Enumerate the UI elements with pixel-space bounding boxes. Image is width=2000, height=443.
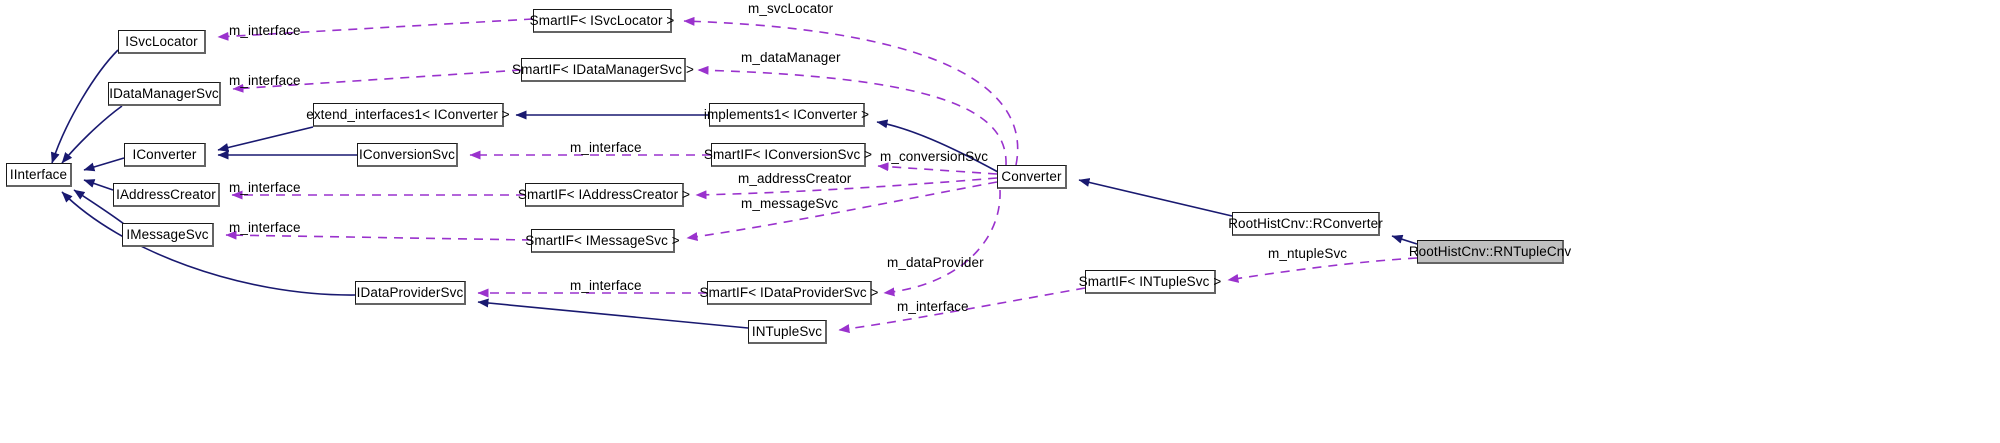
node-label: SmartIF< IDataManagerSvc > <box>512 61 694 77</box>
node-extend-interfaces1-iconverter[interactable]: extend_interfaces1< IConverter > <box>306 103 510 127</box>
node-imessagesvc[interactable]: IMessageSvc <box>122 223 214 247</box>
node-smartif-idatamanagersvc[interactable]: SmartIF< IDataManagerSvc > <box>512 58 694 82</box>
edge-label-m-interface-iconversionsvc: m_interface <box>570 140 642 155</box>
node-label: extend_interfaces1< IConverter > <box>306 106 510 122</box>
node-label: IInterface <box>9 166 68 182</box>
edge-rntuplecnv-ntuplesvc-usage <box>1227 257 1418 283</box>
edge-isvclocator-to-iinterface <box>50 49 119 164</box>
edge-label-m-ntuplesvc: m_ntupleSvc <box>1268 246 1348 261</box>
node-label: SmartIF< IAddressCreator > <box>517 186 691 202</box>
node-smartif-iconversionsvc[interactable]: SmartIF< IConversionSvc > <box>704 143 872 167</box>
node-iaddresscreator[interactable]: IAddressCreator <box>113 183 220 207</box>
edge-extendif-to-iconverter <box>217 126 314 152</box>
edge-rntuplecnv-to-rconverter <box>1391 234 1418 245</box>
edge-converter-dataprovider-usage <box>883 189 1001 297</box>
node-isvclocator[interactable]: ISvcLocator <box>118 30 206 54</box>
node-smartif-intuplesvc[interactable]: SmartIF< INTupleSvc > <box>1079 270 1221 294</box>
edge-iconverter-to-iinterface <box>83 157 125 172</box>
edge-idatamanagersvc-to-iinterface <box>61 105 123 164</box>
node-label: SmartIF< ISvcLocator > <box>529 12 675 28</box>
node-label: SmartIF< IMessageSvc > <box>525 232 680 248</box>
edge-label-m-interface-idatamanagersvc: m_interface <box>229 73 301 88</box>
edge-label-m-svclocator: m_svcLocator <box>748 1 834 16</box>
node-label: implements1< IConverter > <box>703 106 870 122</box>
node-roothistcnv-rconverter[interactable]: RootHistCnv::RConverter <box>1228 212 1383 236</box>
node-iconversionsvc[interactable]: IConversionSvc <box>357 143 458 167</box>
edge-label-m-messagesvc: m_messageSvc <box>741 196 839 211</box>
node-roothistcnv-rntuplecnv[interactable]: RootHistCnv::RNTupleCnv <box>1409 240 1571 264</box>
edge-label-m-dataprovider: m_dataProvider <box>887 255 984 270</box>
edge-intuplesvc-to-idataprovidersvc <box>477 298 749 329</box>
node-label: IDataManagerSvc <box>109 85 219 101</box>
node-converter[interactable]: Converter <box>997 165 1067 189</box>
node-iconverter[interactable]: IConverter <box>124 143 206 167</box>
edge-converter-to-implements1 <box>876 119 999 173</box>
node-label: IAddressCreator <box>116 186 216 202</box>
node-label: RootHistCnv::RConverter <box>1228 215 1383 231</box>
node-smartif-iaddresscreator[interactable]: SmartIF< IAddressCreator > <box>518 183 690 207</box>
node-idataprovidersvc[interactable]: IDataProviderSvc <box>355 281 466 305</box>
edge-label-m-interface-idataprovidersvc: m_interface <box>570 278 642 293</box>
edge-label-m-datamanager: m_dataManager <box>741 50 841 65</box>
node-intuplesvc[interactable]: INTupleSvc <box>748 320 827 344</box>
edge-iaddresscreator-to-iinterface <box>83 179 114 191</box>
edge-label-m-interface-iaddresscreator: m_interface <box>229 180 301 195</box>
node-smartif-isvclocator[interactable]: SmartIF< ISvcLocator > <box>529 9 675 33</box>
node-label: IMessageSvc <box>126 226 209 242</box>
node-label: Converter <box>1001 168 1062 184</box>
edge-label-m-interface-isvclocator: m_interface <box>229 23 301 38</box>
node-idatamanagersvc[interactable]: IDataManagerSvc <box>108 82 221 106</box>
node-label: IDataProviderSvc <box>356 284 464 300</box>
edge-label-m-interface-imessagesvc: m_interface <box>229 220 301 235</box>
node-smartif-idataprovidersvc[interactable]: SmartIF< IDataProviderSvc > <box>700 281 878 305</box>
edge-converter-conversionsvc-usage <box>877 162 998 175</box>
node-label: SmartIF< IConversionSvc > <box>703 146 873 162</box>
node-label: INTupleSvc <box>751 323 823 339</box>
node-label: SmartIF< IDataProviderSvc > <box>699 284 879 300</box>
node-smartif-imessagesvc[interactable]: SmartIF< IMessageSvc > <box>525 229 680 253</box>
node-label: ISvcLocator <box>125 33 198 49</box>
edge-label-m-addresscreator: m_addressCreator <box>738 171 852 186</box>
edge-converter-messagesvc-usage <box>686 181 998 242</box>
node-label: SmartIF< INTupleSvc > <box>1078 273 1222 289</box>
node-implements1-iconverter[interactable]: implements1< IConverter > <box>704 103 869 127</box>
node-label: RootHistCnv::RNTupleCnv <box>1408 243 1572 259</box>
edge-smartif-imessagesvc-usage <box>225 230 532 241</box>
node-label: IConverter <box>132 146 197 162</box>
edge-rconverter-to-converter <box>1078 178 1233 217</box>
edge-label-m-conversionsvc: m_conversionSvc <box>880 149 989 164</box>
node-label: IConversionSvc <box>359 146 455 162</box>
node-iinterface[interactable]: IInterface <box>6 163 72 187</box>
edge-label-m-interface-intuplesvc: m_interface <box>897 299 969 314</box>
